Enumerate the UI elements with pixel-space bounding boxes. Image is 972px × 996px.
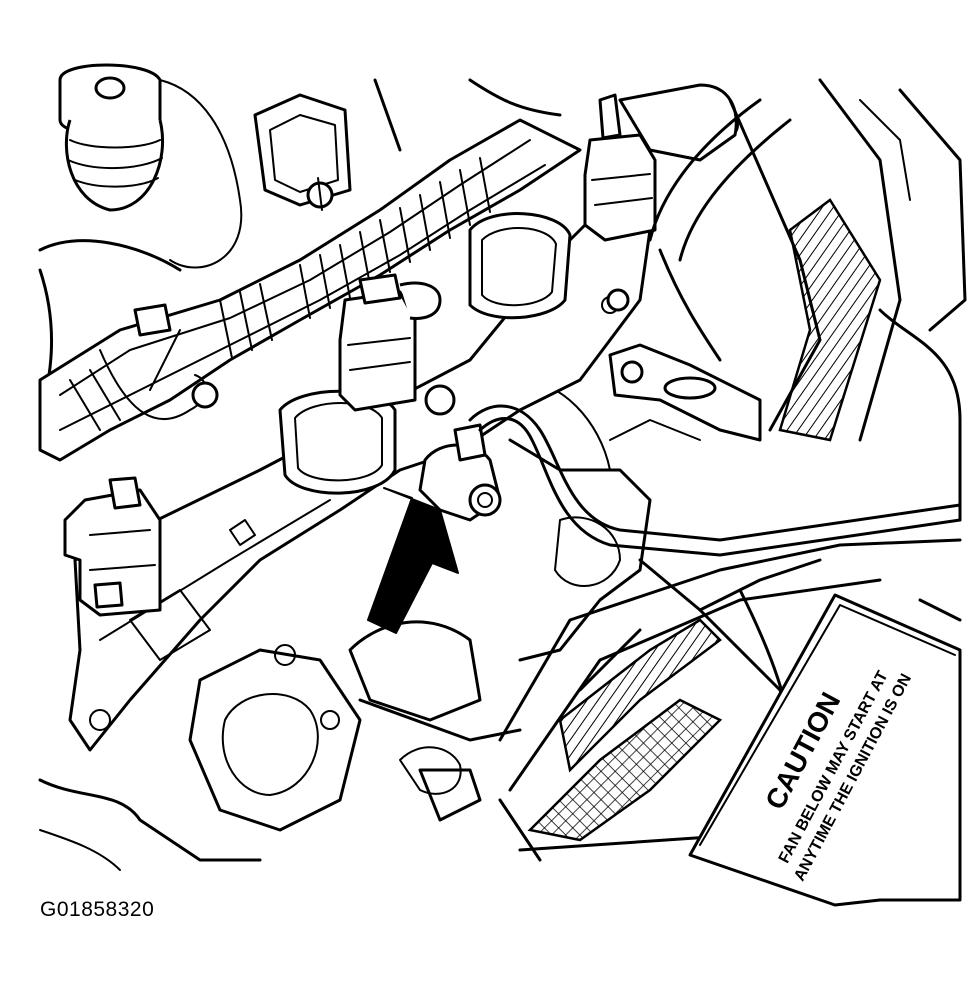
injector-connector-center: [338, 273, 442, 412]
caution-label: CAUTION FAN BELOW MAY START AT ANYTIME T…: [688, 593, 962, 907]
indicator-arrow: [367, 487, 459, 634]
hoses: [648, 78, 902, 442]
wiring-harness: [38, 118, 582, 462]
mounting-bracket: [306, 177, 762, 442]
strut-mount: [58, 63, 165, 212]
fan-shroud: [498, 538, 962, 862]
background-outlines: [38, 78, 967, 871]
knock-sensor: [418, 404, 962, 557]
injector-connector-left: [63, 476, 162, 617]
figure-id: G01858320: [40, 898, 155, 921]
coil-pads: [278, 212, 572, 495]
injector-connector-right: [583, 93, 657, 242]
